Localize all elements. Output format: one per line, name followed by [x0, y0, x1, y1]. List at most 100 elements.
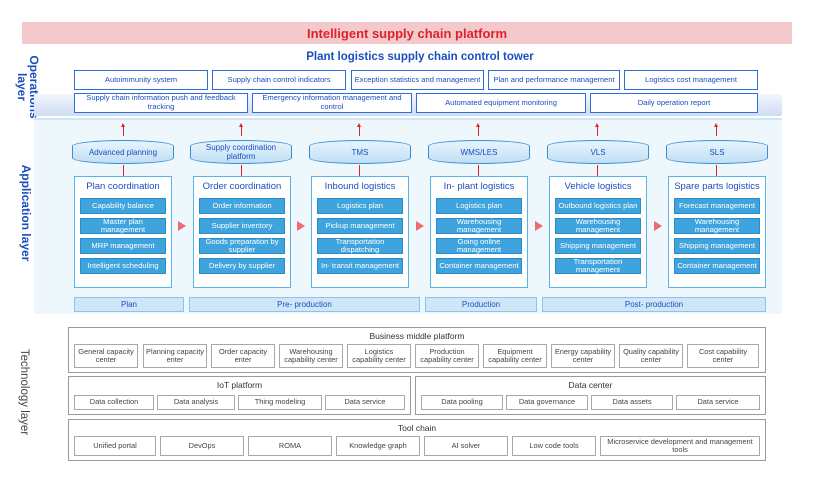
- iot-item: Data analysis: [157, 395, 235, 410]
- panel-item: Outbound logistics plan: [555, 198, 641, 214]
- panel-item: Shipping management: [674, 238, 760, 254]
- panel-item: Logistics plan: [317, 198, 403, 214]
- technology-layer-label: Technology layer: [18, 348, 30, 436]
- tool-item: DevOps: [160, 436, 244, 456]
- panel-item: Transportation management: [555, 257, 641, 274]
- system-wms-les: WMS/LES: [428, 140, 530, 164]
- panel-item: Order information: [199, 198, 285, 214]
- system-vls: VLS: [547, 140, 649, 164]
- control-tower-title: Plant logistics supply chain control tow…: [306, 51, 534, 63]
- arrow-up-line: [478, 126, 479, 136]
- flow-arrow-icon: [416, 221, 424, 231]
- iot-platform-title: IoT platform: [216, 380, 263, 390]
- stage-post-production: Post- production: [542, 297, 766, 312]
- data-center-title: Data center: [568, 380, 613, 390]
- arrow-up-icon: [595, 123, 599, 127]
- capability-box: Quality capability center: [619, 344, 683, 368]
- arrow-up-line: [241, 126, 242, 136]
- ops-box-control-indicators: Supply chain control indicators: [212, 70, 346, 90]
- capability-box: Cost capability center: [687, 344, 759, 368]
- panel-title: Order coordination: [202, 181, 282, 192]
- panel-item: Container management: [436, 258, 522, 274]
- flow-arrow-icon: [535, 221, 543, 231]
- capability-box: Energy capability center: [551, 344, 615, 368]
- tool-item: ROMA: [248, 436, 332, 456]
- panel-item: Container management: [674, 258, 760, 274]
- tool-item: AI solver: [424, 436, 508, 456]
- system-advanced-planning: Advanced planning: [72, 140, 174, 164]
- connector-line: [597, 165, 598, 176]
- capability-box: Equipment capability center: [483, 344, 547, 368]
- flow-arrow-icon: [654, 221, 662, 231]
- business-middle-platform-title: Business middle platform: [369, 331, 465, 341]
- application-layer-label: Application layer: [19, 164, 33, 262]
- capability-box: Planning capacity enter: [143, 344, 207, 368]
- capability-box: Production capability center: [415, 344, 479, 368]
- connector-line: [359, 165, 360, 176]
- connector-line: [716, 165, 717, 176]
- arrow-up-line: [597, 126, 598, 136]
- stage-plan: Plan: [74, 297, 184, 312]
- connector-line: [241, 165, 242, 176]
- panel-title: In- plant logistics: [443, 181, 515, 192]
- panel-item: Warehousing management: [555, 217, 641, 234]
- arrow-up-icon: [476, 123, 480, 127]
- connector-line: [478, 165, 479, 176]
- stage-production: Production: [425, 297, 537, 312]
- panel-item: Capability balance: [80, 198, 166, 214]
- panel-title: Plan coordination: [86, 181, 160, 192]
- system-supply-coordination: Supply coordination platform: [190, 140, 292, 164]
- ops-box-equipment-monitoring: Automated equipment monitoring: [416, 93, 586, 113]
- panel-item: Master plan management: [80, 217, 166, 234]
- arrow-up-line: [359, 126, 360, 136]
- panel-item: Intelligent scheduling: [80, 258, 166, 274]
- tool-item: Unified portal: [74, 436, 156, 456]
- ops-box-exception-statistics: Exception statistics and management: [351, 70, 484, 90]
- panel-item: Delivery by supplier: [199, 258, 285, 274]
- system-sls: SLS: [666, 140, 768, 164]
- datacenter-item: Data service: [676, 395, 760, 410]
- panel-title: Spare parts logistics: [674, 181, 760, 192]
- panel-item: Shipping management: [555, 238, 641, 254]
- panel-item: Forecast management: [674, 198, 760, 214]
- panel-item: Warehousing management: [436, 217, 522, 234]
- panel-item: MRP management: [80, 238, 166, 254]
- panel-item: Pickup management: [317, 218, 403, 234]
- tool-item: Knowledge graph: [336, 436, 420, 456]
- iot-item: Thing modeling: [238, 395, 322, 410]
- arrow-up-icon: [121, 123, 125, 127]
- ops-box-info-push: Supply chain information push and feedba…: [74, 93, 248, 113]
- panel-item: Warehousing management: [674, 217, 760, 234]
- iot-item: Data service: [325, 395, 405, 410]
- iot-item: Data collection: [74, 395, 154, 410]
- tool-item: Low code tools: [512, 436, 596, 456]
- tool-item: Microservice development and management …: [600, 436, 760, 456]
- arrow-up-line: [123, 126, 124, 136]
- datacenter-item: Data pooling: [421, 395, 503, 410]
- ops-box-logistics-cost: Logistics cost management: [624, 70, 758, 90]
- panel-item: Logistics plan: [436, 198, 522, 214]
- capability-box: General capacity center: [74, 344, 138, 368]
- connector-line: [123, 165, 124, 176]
- ops-box-daily-report: Daily operation report: [590, 93, 758, 113]
- panel-item: Going online management: [436, 237, 522, 254]
- panel-title: Inbound logistics: [324, 181, 396, 192]
- capability-box: Warehousing capability center: [279, 344, 343, 368]
- flow-arrow-icon: [178, 221, 186, 231]
- ops-box-plan-performance: Plan and performance management: [488, 70, 620, 90]
- datacenter-item: Data assets: [591, 395, 673, 410]
- capability-box: Order capacity enter: [211, 344, 275, 368]
- flow-arrow-icon: [297, 221, 305, 231]
- panel-item: Supplier inventory: [199, 218, 285, 234]
- arrow-up-line: [716, 126, 717, 136]
- panel-item: In- transit management: [317, 258, 403, 274]
- tool-chain-title: Tool chain: [397, 423, 437, 433]
- arrow-up-icon: [357, 123, 361, 127]
- panel-item: Transportation dispatching: [317, 237, 403, 254]
- capability-box: Logistics capability center: [347, 344, 411, 368]
- platform-title: Intelligent supply chain platform: [22, 22, 792, 44]
- stage-pre-production: Pre- production: [189, 297, 420, 312]
- arrow-up-icon: [239, 123, 243, 127]
- ops-box-autoimmunity: Autoimmunity system: [74, 70, 208, 90]
- ops-box-emergency-info: Emergency information management and con…: [252, 93, 412, 113]
